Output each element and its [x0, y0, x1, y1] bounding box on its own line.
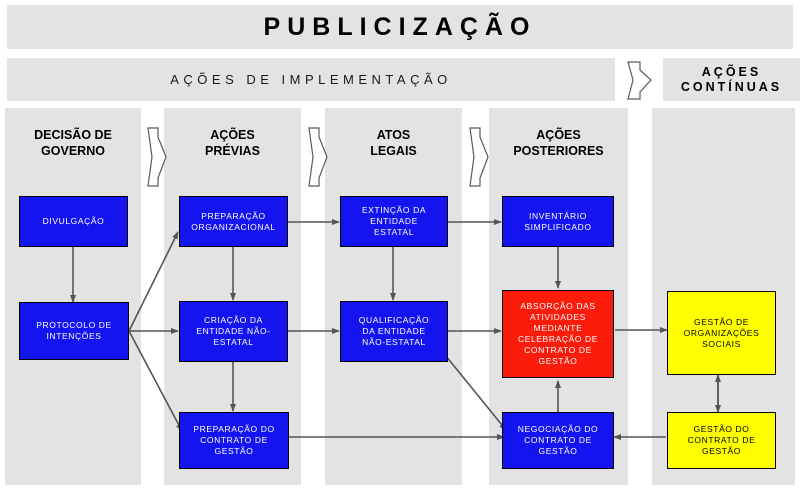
node-qualificacao-entidade-nao-estatal[interactable]: QUALIFICAÇÃO DA ENTIDADE NÃO-ESTATAL — [340, 301, 448, 362]
node-label-line: CONTRATO DE — [200, 435, 268, 445]
column-header-acoes-posteriores: AÇÕES POSTERIORES — [489, 113, 628, 173]
node-label-line: ABSORÇÃO DAS — [520, 301, 596, 311]
node-label-line: ENTIDADE — [370, 216, 418, 226]
node-label-line: DA ENTIDADE — [362, 326, 426, 336]
node-label-line: ORGANIZAÇÕES — [683, 327, 760, 338]
node-label-line: PROTOCOLO DE — [36, 320, 112, 330]
node-label-line: SIMPLIFICADO — [524, 221, 592, 232]
node-label-line: GESTÃO — [538, 446, 578, 456]
node-label-line: ENTIDADE NÃO- — [196, 326, 271, 336]
column-header-atos-legais: ATOS LEGAIS — [325, 113, 462, 173]
continuous-actions-label-line1: AÇÕES — [701, 64, 762, 79]
node-inventario-simplificado[interactable]: INVENTÁRIO SIMPLIFICADO — [502, 196, 614, 247]
node-label-line: GESTÃO — [701, 446, 742, 456]
node-label-line: GESTÃO DE — [694, 316, 749, 327]
node-label-line: GESTÃO — [214, 446, 254, 456]
stage-arrow-icon — [469, 127, 489, 187]
node-label-line: INVENTÁRIO — [529, 210, 587, 221]
node-gestao-organizacoes-sociais[interactable]: GESTÃO DE ORGANIZAÇÕES SOCIAIS — [667, 291, 776, 375]
node-divulgacao[interactable]: DIVULGAÇÃO — [19, 196, 128, 247]
column-header-line: POSTERIORES — [513, 144, 604, 158]
node-gestao-contrato-gestao[interactable]: GESTÃO DO CONTRATO DE GESTÃO — [667, 412, 776, 469]
stage-arrow-icon — [627, 61, 652, 100]
node-label-line: DIVULGAÇÃO — [42, 216, 105, 226]
column-header-line: ATOS — [376, 128, 411, 142]
node-label-line: NEGOCIAÇÃO DO — [517, 424, 599, 434]
node-label-line: CONTRATO DE — [524, 345, 592, 355]
node-label-line: QUALIFICAÇÃO — [358, 315, 430, 325]
node-label-line: ORGANIZACIONAL — [191, 221, 276, 232]
node-preparacao-contrato-gestao[interactable]: PREPARAÇÃO DO CONTRATO DE GESTÃO — [179, 412, 289, 469]
implementation-band-label: AÇÕES DE IMPLEMENTAÇÃO — [170, 72, 452, 87]
node-preparacao-organizacional[interactable]: PREPARAÇÃO ORGANIZACIONAL — [179, 196, 288, 247]
node-label-line: GESTÃO DO — [693, 424, 750, 434]
node-label-line: PREPARAÇÃO — [201, 210, 266, 221]
column-header-line: DECISÃO DE — [34, 128, 112, 142]
node-label-line: ESTATAL — [213, 337, 254, 347]
column-header-line: AÇÕES — [210, 128, 255, 142]
column-header-line: AÇÕES — [536, 128, 581, 142]
node-label-line: INTENÇÕES — [46, 331, 102, 341]
column-header-decisao-governo: DECISÃO DE GOVERNO — [5, 113, 141, 173]
column-header-line: GOVERNO — [41, 144, 105, 158]
node-label-line: CRIAÇÃO DA — [204, 315, 263, 325]
node-label-line: GESTÃO — [538, 356, 578, 366]
node-label-line: ATIVIDADES — [530, 312, 586, 322]
node-label-line: NÃO-ESTATAL — [362, 337, 426, 347]
node-label-line: CELEBRAÇÃO DE — [517, 334, 599, 344]
continuous-actions-label-line2: CONTÍNUAS — [680, 79, 783, 94]
node-label-line: MEDIANTE — [533, 323, 583, 333]
node-label-line: ESTATAL — [373, 227, 415, 237]
column-header-line: PRÉVIAS — [205, 144, 260, 158]
node-label-line: CONTRATO DE — [524, 435, 592, 445]
continuous-actions-band: AÇÕES CONTÍNUAS — [663, 58, 800, 101]
node-protocolo-intencoes[interactable]: PROTOCOLO DE INTENÇÕES — [19, 302, 129, 360]
diagram-title-bar: PUBLICIZAÇÃO — [7, 5, 793, 49]
node-label-line: EXTINÇÃO DA — [361, 205, 427, 215]
node-label-line: SOCIAIS — [702, 338, 741, 349]
node-criacao-entidade-nao-estatal[interactable]: CRIAÇÃO DA ENTIDADE NÃO- ESTATAL — [179, 301, 288, 362]
implementation-band: AÇÕES DE IMPLEMENTAÇÃO — [7, 58, 615, 101]
node-label-line: PREPARAÇÃO DO — [193, 424, 275, 434]
node-extincao-entidade-estatal[interactable]: EXTINÇÃO DA ENTIDADE ESTATAL — [340, 196, 448, 247]
page-title: PUBLICIZAÇÃO — [263, 12, 537, 41]
node-label-line: CONTRATO DE — [687, 435, 756, 445]
node-negociacao-contrato-gestao[interactable]: NEGOCIAÇÃO DO CONTRATO DE GESTÃO — [502, 412, 614, 469]
node-absorcao-atividades[interactable]: ABSORÇÃO DAS ATIVIDADES MEDIANTE CELEBRA… — [502, 290, 614, 378]
column-header-line: LEGAIS — [370, 144, 417, 158]
column-header-acoes-previas: AÇÕES PRÉVIAS — [164, 113, 301, 173]
